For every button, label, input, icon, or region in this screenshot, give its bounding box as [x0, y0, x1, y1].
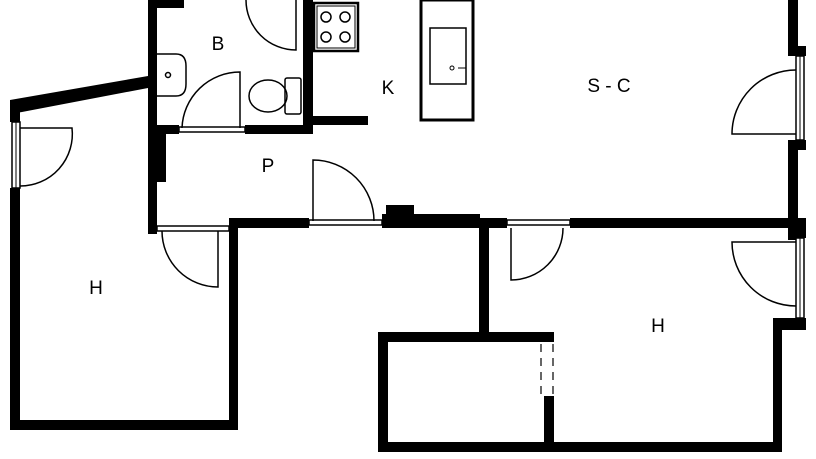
toilet-icon	[248, 77, 302, 115]
wall-right-top-notch	[788, 46, 806, 56]
wall-hall-bottom-b	[382, 214, 480, 228]
wall-kitchen-stub	[303, 116, 368, 125]
threshold-hall	[308, 219, 383, 226]
door-bedroom-left[interactable]	[161, 230, 219, 288]
wall-bath-left	[148, 0, 157, 126]
fixtures	[157, 1, 467, 115]
wall-left-bedroom-right	[229, 218, 238, 430]
wall-right-lower	[773, 320, 782, 452]
door-hall[interactable]	[312, 159, 375, 222]
wall-bottom	[378, 442, 782, 452]
wall-right-top	[788, 0, 798, 54]
door-shower	[245, 0, 297, 51]
wall-living-bottom	[570, 218, 806, 228]
room-label-bathroom: B	[212, 34, 225, 55]
door-bathroom[interactable]	[181, 71, 241, 129]
bath-sink-icon	[157, 53, 187, 97]
threshold-bedroom-right	[506, 219, 571, 226]
windows	[11, 55, 805, 319]
wall-right-notch	[773, 318, 806, 330]
wall-pillar	[386, 205, 414, 217]
door-living-window[interactable]	[731, 69, 797, 135]
wall-right-mid-notch	[788, 140, 806, 150]
door-bedroom-right-window[interactable]	[731, 241, 797, 307]
room-label-bedroom-left: H	[89, 278, 103, 299]
stove-icon	[312, 1, 360, 53]
kitchen-sink-icon	[429, 27, 467, 85]
walls	[10, 0, 806, 452]
wall-hall-bottom-c	[480, 218, 507, 228]
wall-center-vertical	[479, 218, 489, 338]
room-label-hall: P	[262, 156, 275, 177]
room-labels: B K S - C P H H	[89, 34, 665, 337]
door-left-window[interactable]	[19, 127, 74, 187]
wall-top-stub	[148, 0, 184, 8]
wall-left-bottom	[10, 420, 238, 430]
wall-bath-bottom-b	[245, 125, 308, 134]
threshold-bath	[178, 126, 246, 133]
wall-storage-top	[378, 332, 554, 342]
wall-hall-bottom-a	[229, 218, 309, 228]
wall-right-mid	[788, 140, 798, 240]
wall-bath-right	[303, 0, 313, 134]
wall-storage-left	[378, 332, 388, 452]
threshold-bedroom-left	[156, 225, 230, 232]
wall-right-mid-notch2	[788, 218, 806, 238]
wall-storage-right	[544, 396, 554, 448]
wall-left-outer-top	[10, 100, 20, 122]
wall-hall-left	[148, 126, 166, 182]
doors	[19, 0, 797, 396]
room-label-living: S - C	[587, 76, 630, 97]
wall-slanted	[10, 76, 148, 114]
room-label-bedroom-right: H	[651, 316, 665, 337]
kitchen-island	[419, 0, 475, 122]
wall-left-outer	[10, 188, 20, 428]
wall-bath-bottom-a	[157, 125, 179, 134]
door-bedroom-right[interactable]	[510, 227, 564, 281]
room-label-kitchen: K	[382, 78, 395, 99]
wall-hall-left-lower	[148, 182, 157, 234]
